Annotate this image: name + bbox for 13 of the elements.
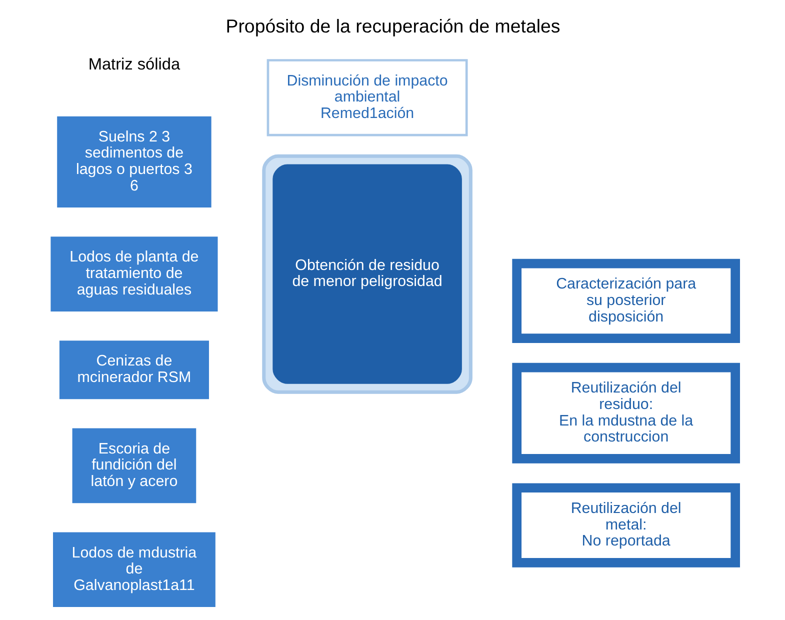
node-box: Reutilización del metal: No reportada <box>512 483 740 568</box>
node-box: Disminución de impacto ambiental Remed1ación <box>266 59 468 136</box>
node-box: Obtención de residuo de menor peligrosidad <box>272 164 462 384</box>
label: Suelns 2 3 sedimentos de lagos o puertos 3 6 <box>76 128 192 194</box>
label: Escoria de fundición del latón y acero <box>90 440 178 490</box>
label: Lodos de planta de tratamiento de aguas residuales <box>69 248 198 298</box>
cluster <box>262 154 472 394</box>
node-box: Caracterización para su posterior disposición <box>512 258 740 343</box>
label: Matriz sólida <box>88 55 180 74</box>
label: Cenizas de mcinerador RSM <box>76 352 191 386</box>
diagram-title: Propósito de la recuperación de metales <box>225 16 560 37</box>
label: Lodos de mdustria de Galvanoplast1a11 <box>71 544 196 594</box>
node-box: Reutilización del residuo: En la mdustna de la construccion <box>512 362 740 464</box>
